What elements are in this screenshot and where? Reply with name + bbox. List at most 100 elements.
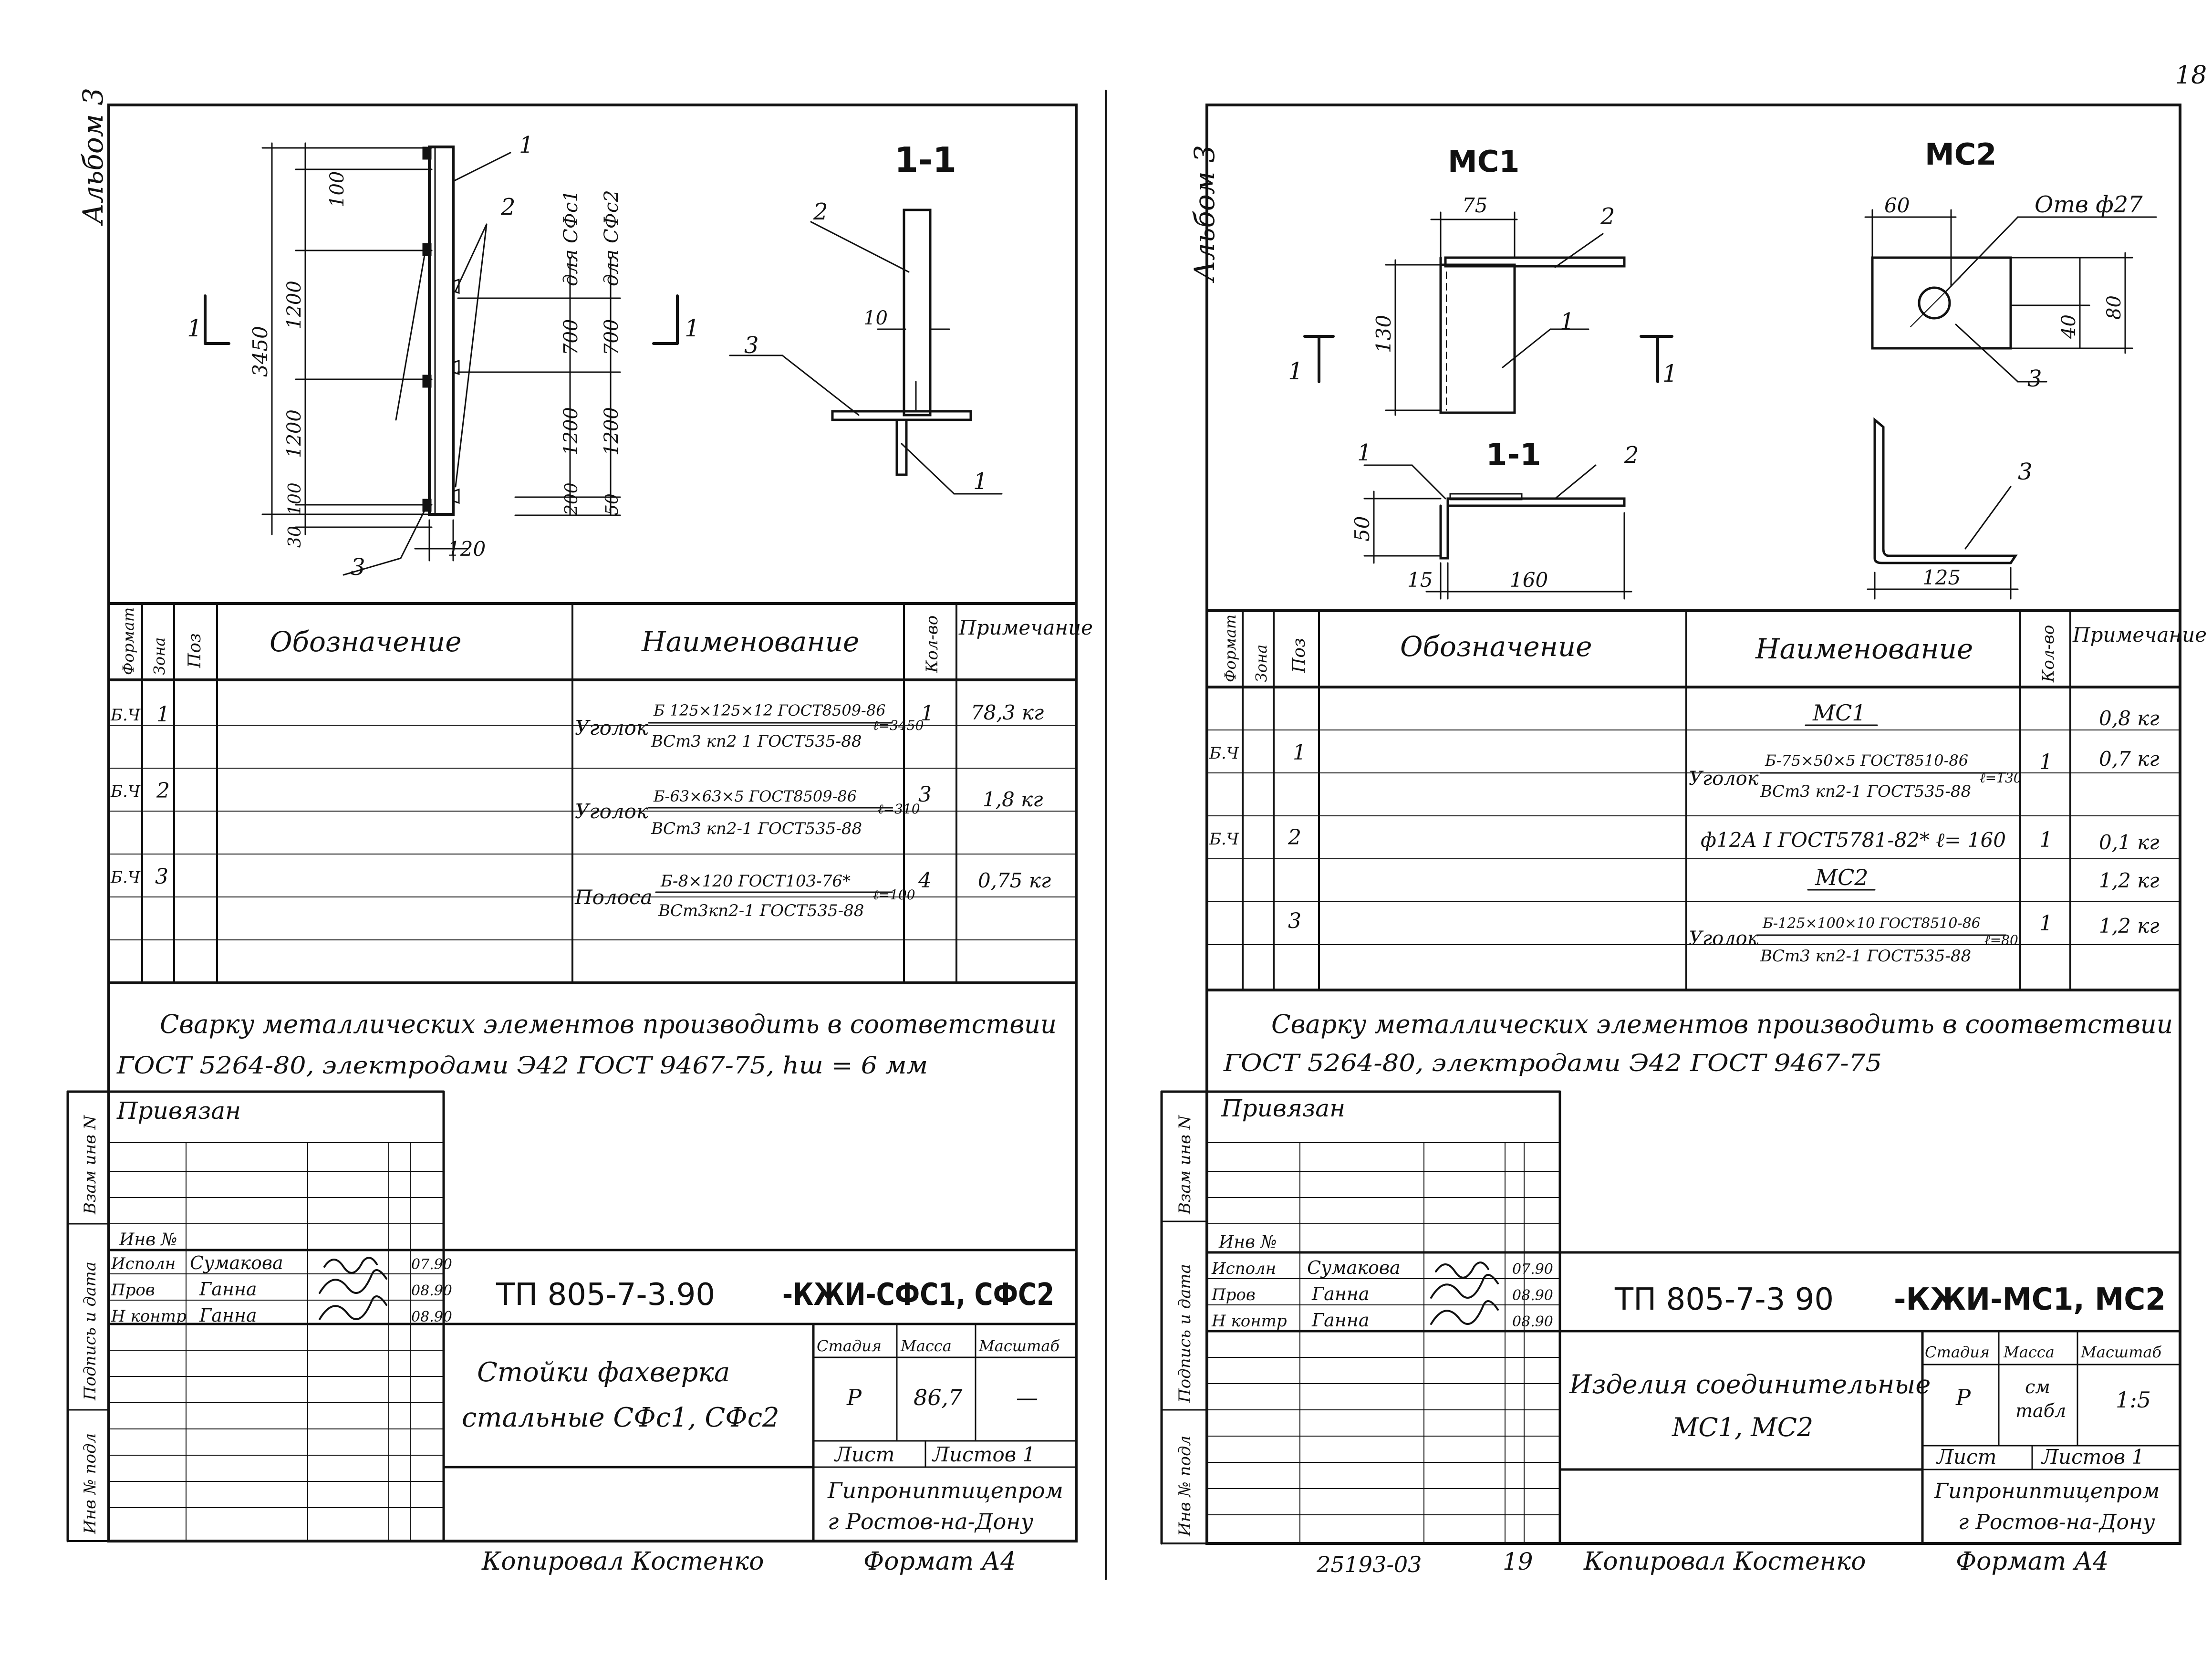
- left-stamp-date-3: 08.90: [411, 1309, 452, 1325]
- left-row3-pos: 3: [155, 865, 168, 889]
- right-note-line2: ГОСТ 5264-80, электродами Э42 ГОСТ 9467-…: [1223, 1049, 1882, 1077]
- left-stamp-name-2: Ганна: [199, 1279, 257, 1300]
- left-for-sfc2: для СФс2: [601, 190, 623, 286]
- right-group1-note: 0,8 кг: [2099, 707, 2159, 730]
- left-spec-table: [107, 602, 1078, 984]
- right-frame: [1205, 104, 2181, 1545]
- left-dim-d: 1200: [601, 407, 623, 456]
- left-row3-qty: 4: [918, 868, 932, 893]
- left-pos-1: 1: [519, 132, 534, 158]
- right-section-dim-15: 15: [1407, 568, 1433, 592]
- right-group2-note: 1,2 кг: [2099, 869, 2159, 892]
- right-mc1-dim-75: 75: [1462, 194, 1487, 217]
- left-row1-num: Б 125×125×12 ГОСТ8509-86: [653, 701, 886, 719]
- right-row3-note: 1,2 кг: [2099, 914, 2159, 938]
- right-mc1-dim-130: 130: [1372, 315, 1395, 353]
- right-stamp-date-2: 08.90: [1512, 1287, 1553, 1304]
- right-mc2-pos-3b: 3: [2018, 459, 2033, 485]
- right-stamp-role-1: Исполн: [1211, 1259, 1276, 1278]
- left-note-line2: ГОСТ 5264-80, электродами Э42 ГОСТ 9467-…: [116, 1052, 928, 1079]
- left-row2-len: ℓ=310: [878, 801, 920, 817]
- left-stamp-name-1: Сумакова: [190, 1252, 283, 1273]
- left-section-gap: 10: [863, 307, 888, 329]
- left-copied-by: Копировал Костенко: [481, 1547, 764, 1576]
- right-stamp-mass1: см: [2025, 1376, 2050, 1397]
- right-row1-format: Б.Ч: [1209, 744, 1239, 763]
- left-row2-note: 1,8 кг: [983, 788, 1043, 811]
- right-stamp-date-1: 07.90: [1512, 1261, 1553, 1278]
- left-stamp-mass: 86,7: [914, 1385, 963, 1410]
- right-row1-den: ВСт3 кп2-1 ГОСТ535-88: [1760, 782, 1971, 801]
- left-row1-kind: Уголок: [575, 716, 649, 740]
- right-mc1-title: МС1: [1448, 144, 1519, 179]
- right-stamp-name-3: Ганна: [1311, 1310, 1370, 1331]
- left-stamp-date-2: 08.90: [411, 1282, 452, 1299]
- right-row3-num: Б-125×100×10 ГОСТ8510-86: [1762, 915, 1981, 932]
- footer-page: 19: [1503, 1548, 1533, 1575]
- right-stamp-sheets: Листов 1: [2041, 1445, 2144, 1469]
- right-mc2-hole: Отв ф27: [2035, 191, 2143, 218]
- left-dim-b: 700: [601, 319, 623, 355]
- right-spec-table: [1205, 609, 2181, 991]
- left-cut-mark-b: 1: [685, 314, 700, 342]
- left-stamp-bound: Привязан: [116, 1097, 241, 1125]
- right-section-pos-2: 2: [1624, 442, 1639, 469]
- left-row2-qty: 3: [918, 782, 932, 807]
- left-dimensions: [261, 142, 621, 562]
- left-row3-format: Б.Ч: [110, 868, 141, 887]
- right-cut-mark-a: 1: [1288, 357, 1303, 385]
- right-section-view: [1439, 493, 1626, 560]
- left-side-label-vzam: Взам инв N: [81, 1115, 100, 1215]
- right-group2: МС2: [1815, 865, 1869, 890]
- left-stamp-role-2: Пров: [111, 1281, 155, 1300]
- right-stamp-title1: Изделия соединительные: [1569, 1369, 1931, 1399]
- left-pos-3: 3: [351, 554, 365, 581]
- right-mc2-dim-60: 60: [1884, 194, 1910, 217]
- left-stamp-inv: Инв №: [119, 1230, 177, 1250]
- left-row3-num: Б-8×120 ГОСТ103-76*: [660, 872, 851, 891]
- left-col-zone: Зона: [150, 637, 168, 675]
- left-row1-den: ВСт3 кп2 1 ГОСТ535-88: [651, 732, 862, 751]
- left-for-sfc1: для СФс1: [560, 190, 582, 286]
- left-dim-f: 50: [602, 493, 622, 515]
- left-col-designation: Обозначение: [270, 625, 462, 658]
- right-stamp-mark: -КЖИ-МС1, МС2: [1894, 1282, 2166, 1317]
- right-stamp-scale: 1:5: [2116, 1387, 2151, 1413]
- left-stamp-date-1: 07.90: [411, 1256, 452, 1273]
- right-col-designation: Обозначение: [1400, 630, 1592, 663]
- right-row1-len: ℓ=130: [1980, 770, 2022, 786]
- left-side-label-podpis: Подпись и дата: [81, 1261, 100, 1401]
- right-stamp-code: ТП 805-7-3 90: [1614, 1282, 1834, 1317]
- right-section-pos-1: 1: [1357, 439, 1372, 466]
- left-row3-note: 0,75 кг: [978, 869, 1051, 892]
- right-stamp-stage-label: Стадия: [1925, 1343, 1990, 1361]
- left-section-view: [831, 208, 972, 476]
- left-dim-mid1: 1200: [283, 281, 305, 329]
- left-col-pos: Поз: [185, 633, 205, 668]
- right-stamp-name-1: Сумакова: [1307, 1257, 1401, 1278]
- left-column-elevation: [422, 146, 460, 516]
- right-note-line1: Сварку металлических элементов производи…: [1271, 1009, 2173, 1039]
- left-section-pos-1: 1: [973, 468, 988, 495]
- left-stamp-role-3: Н контр: [111, 1307, 187, 1326]
- left-dim-a: 700: [560, 319, 582, 355]
- left-row1-len: ℓ=3450: [873, 718, 924, 733]
- right-stamp-sheet: Лист: [1936, 1445, 1996, 1469]
- right-side-label-inv: Инв № подл: [1175, 1436, 1194, 1537]
- left-stamp-stage: Р: [846, 1385, 862, 1410]
- right-row3-pos: 3: [1288, 909, 1301, 933]
- left-stamp-mark: -КЖИ-СФС1, СФС2: [782, 1277, 1054, 1313]
- right-stamp-bound: Привязан: [1221, 1094, 1345, 1122]
- left-row2-pos: 2: [156, 779, 170, 803]
- right-copied-by: Копировал Костенко: [1583, 1547, 1866, 1576]
- right-col-pos: Поз: [1289, 638, 1309, 673]
- left-row3-len: ℓ=100: [873, 887, 915, 903]
- right-stamp-org2: г Ростов-на-Дону: [1958, 1510, 2155, 1534]
- right-group1: МС1: [1812, 700, 1866, 726]
- right-mc1-pos-1: 1: [1560, 308, 1575, 335]
- right-row1-note: 0,7 кг: [2099, 747, 2159, 771]
- left-row2-kind: Уголок: [575, 800, 649, 823]
- left-stamp-stage-label: Стадия: [817, 1337, 882, 1355]
- left-pos-2: 2: [500, 194, 516, 220]
